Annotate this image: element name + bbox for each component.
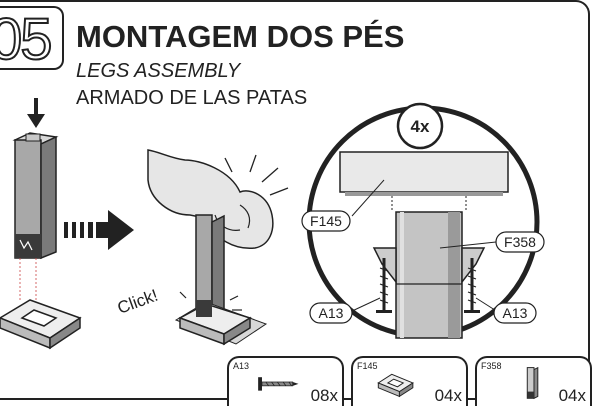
right-arrow-icon (64, 210, 134, 250)
svg-text:F358: F358 (504, 234, 536, 250)
step-number-box: 05 (0, 6, 64, 72)
multiplier-label: 4x (411, 117, 430, 136)
leg-foot-icon (377, 373, 414, 398)
leg-tube-icon (526, 366, 539, 400)
callout-f145: F145 (301, 210, 351, 232)
callout-a13-right: A13 (493, 302, 537, 324)
callout-f358: F358 (495, 231, 545, 253)
part-quantity: 04x (434, 386, 462, 405)
step-number: 05 (0, 7, 53, 72)
leg-tube-left (12, 132, 59, 300)
leg-tube-center (174, 214, 268, 346)
part-code: A13 (233, 361, 250, 371)
screw-icon (258, 377, 299, 391)
part-a13: A13 08x (227, 356, 344, 406)
leg-foot-left (0, 299, 82, 350)
svg-text:A13: A13 (503, 305, 528, 321)
svg-text:A13: A13 (319, 305, 344, 321)
part-f145: F145 04x (351, 356, 468, 406)
part-quantity: 04x (558, 386, 586, 405)
screw-right (464, 258, 480, 313)
svg-text:F145: F145 (310, 213, 342, 229)
part-code: F145 (357, 361, 378, 371)
detail-circle (306, 105, 540, 339)
title-spanish: ARMADO DE LAS PATAS (76, 87, 308, 109)
callout-a13-left: A13 (309, 302, 353, 324)
down-arrow-icon (27, 98, 45, 128)
fist-icon (147, 149, 289, 249)
part-quantity: 08x (310, 386, 338, 405)
title-portuguese: MONTAGEM DOS PÉS (76, 19, 405, 54)
quantity-badge: 4x (396, 102, 444, 150)
title-english: LEGS ASSEMBLY (76, 60, 241, 82)
part-code: F358 (481, 361, 502, 371)
click-label: Click! (115, 286, 161, 318)
part-f358: F358 04x (475, 356, 592, 406)
screw-left (376, 258, 392, 313)
